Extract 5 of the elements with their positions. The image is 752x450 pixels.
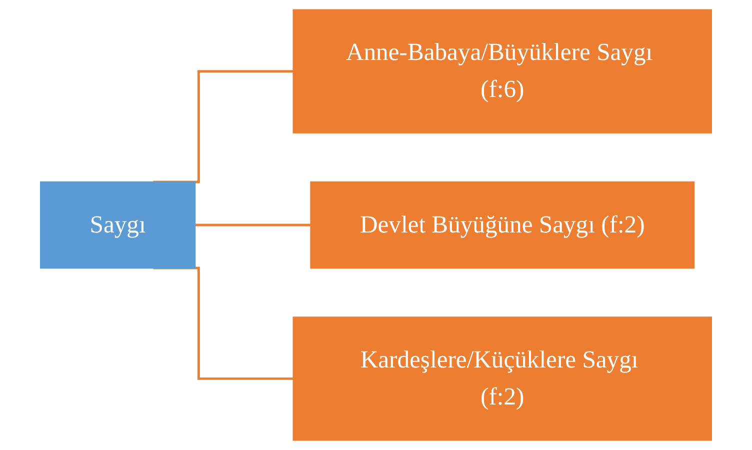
connector [195, 224, 311, 226]
node-box: Saygı [40, 181, 196, 269]
node-box: Devlet Büyüğüne Saygı (f:2) [310, 181, 695, 269]
node-box: Anne-Babaya/Büyüklere Saygı (f:6) [292, 9, 712, 134]
node-box: Kardeşlere/Küçüklere Saygı (f:2) [292, 316, 712, 441]
